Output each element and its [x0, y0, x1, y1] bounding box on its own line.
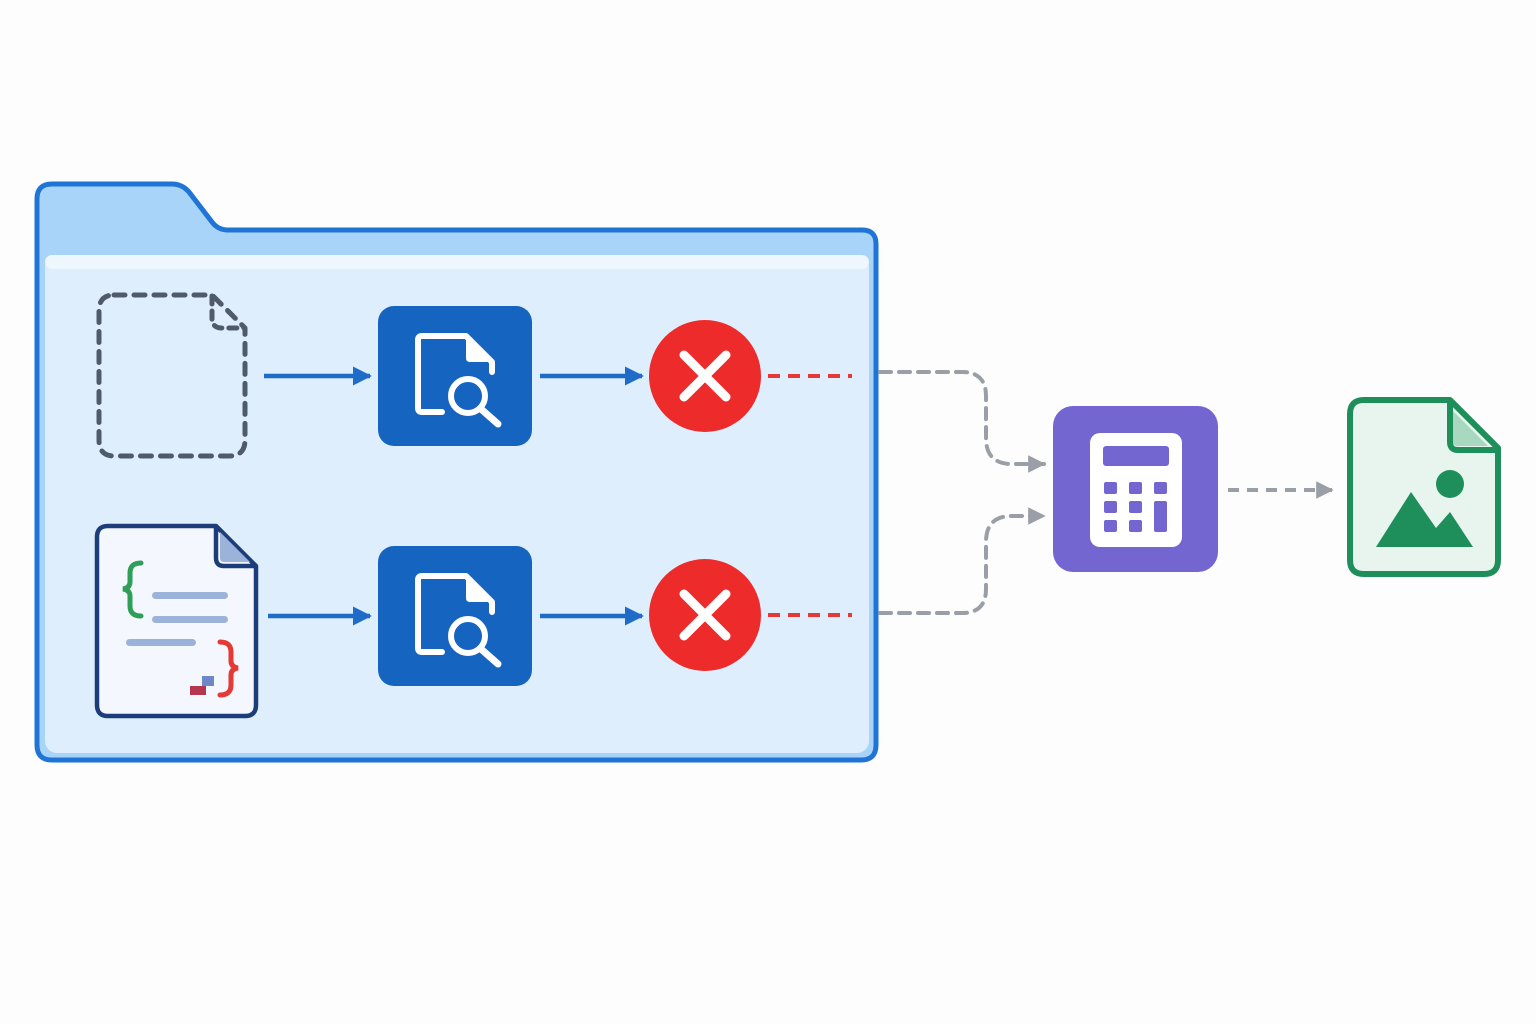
dashed-connector — [878, 370, 1046, 473]
search-doc-fold — [466, 576, 492, 602]
search-doc-fold — [466, 336, 492, 362]
file-search-icon — [378, 546, 532, 686]
gray-connectors — [878, 370, 1334, 615]
search-handle — [477, 405, 502, 428]
code-file-outline — [94, 523, 259, 719]
error-x-icon — [649, 320, 761, 432]
calculator-key — [1129, 482, 1142, 494]
calculator-key — [1104, 520, 1117, 532]
calculator-key — [1129, 501, 1142, 513]
missing-file-icon — [96, 292, 248, 459]
error-x-icon — [649, 559, 761, 671]
image-file-icon — [1347, 397, 1501, 577]
search-doc-outline — [415, 573, 495, 655]
code-accent — [202, 676, 214, 686]
dashed-connector — [878, 507, 1046, 615]
code-file-icon — [94, 523, 259, 719]
search-lens — [448, 616, 488, 656]
flow-arrows — [264, 366, 644, 626]
image-mountains — [1376, 492, 1473, 547]
image-file-fold-fill — [1452, 410, 1488, 446]
inspect-box — [378, 306, 532, 446]
folder-body-highlight — [45, 255, 869, 269]
inspect-box — [378, 546, 532, 686]
error-dashes — [768, 374, 852, 617]
calculator-key — [1154, 482, 1167, 494]
search-doc-outline — [415, 333, 495, 415]
error-cross — [679, 589, 731, 641]
close-brace-icon — [217, 639, 239, 698]
calculator-icon — [1053, 406, 1218, 572]
search-handle — [477, 645, 502, 668]
missing-file-fold — [209, 293, 247, 331]
missing-file-outline — [96, 292, 248, 459]
calculator-key — [1129, 520, 1142, 532]
calculator-key — [1154, 501, 1167, 532]
calculator-display — [1103, 446, 1169, 466]
image-file-fold — [1447, 401, 1497, 453]
code-line — [126, 639, 196, 646]
code-line — [152, 616, 228, 623]
file-search-icon — [378, 306, 532, 446]
calculator-key — [1104, 501, 1117, 513]
calculator-key — [1104, 482, 1117, 494]
code-accent — [190, 686, 206, 695]
folder-outline — [34, 181, 879, 763]
error-cross — [679, 350, 731, 402]
code-line — [152, 592, 228, 599]
code-file-fold — [213, 527, 255, 569]
code-file-fold-fill — [220, 532, 250, 562]
image-sun — [1436, 470, 1464, 498]
open-brace-icon — [122, 560, 144, 619]
search-lens — [448, 376, 488, 416]
image-file-outline — [1347, 397, 1501, 577]
calculator-keys — [1104, 482, 1167, 532]
